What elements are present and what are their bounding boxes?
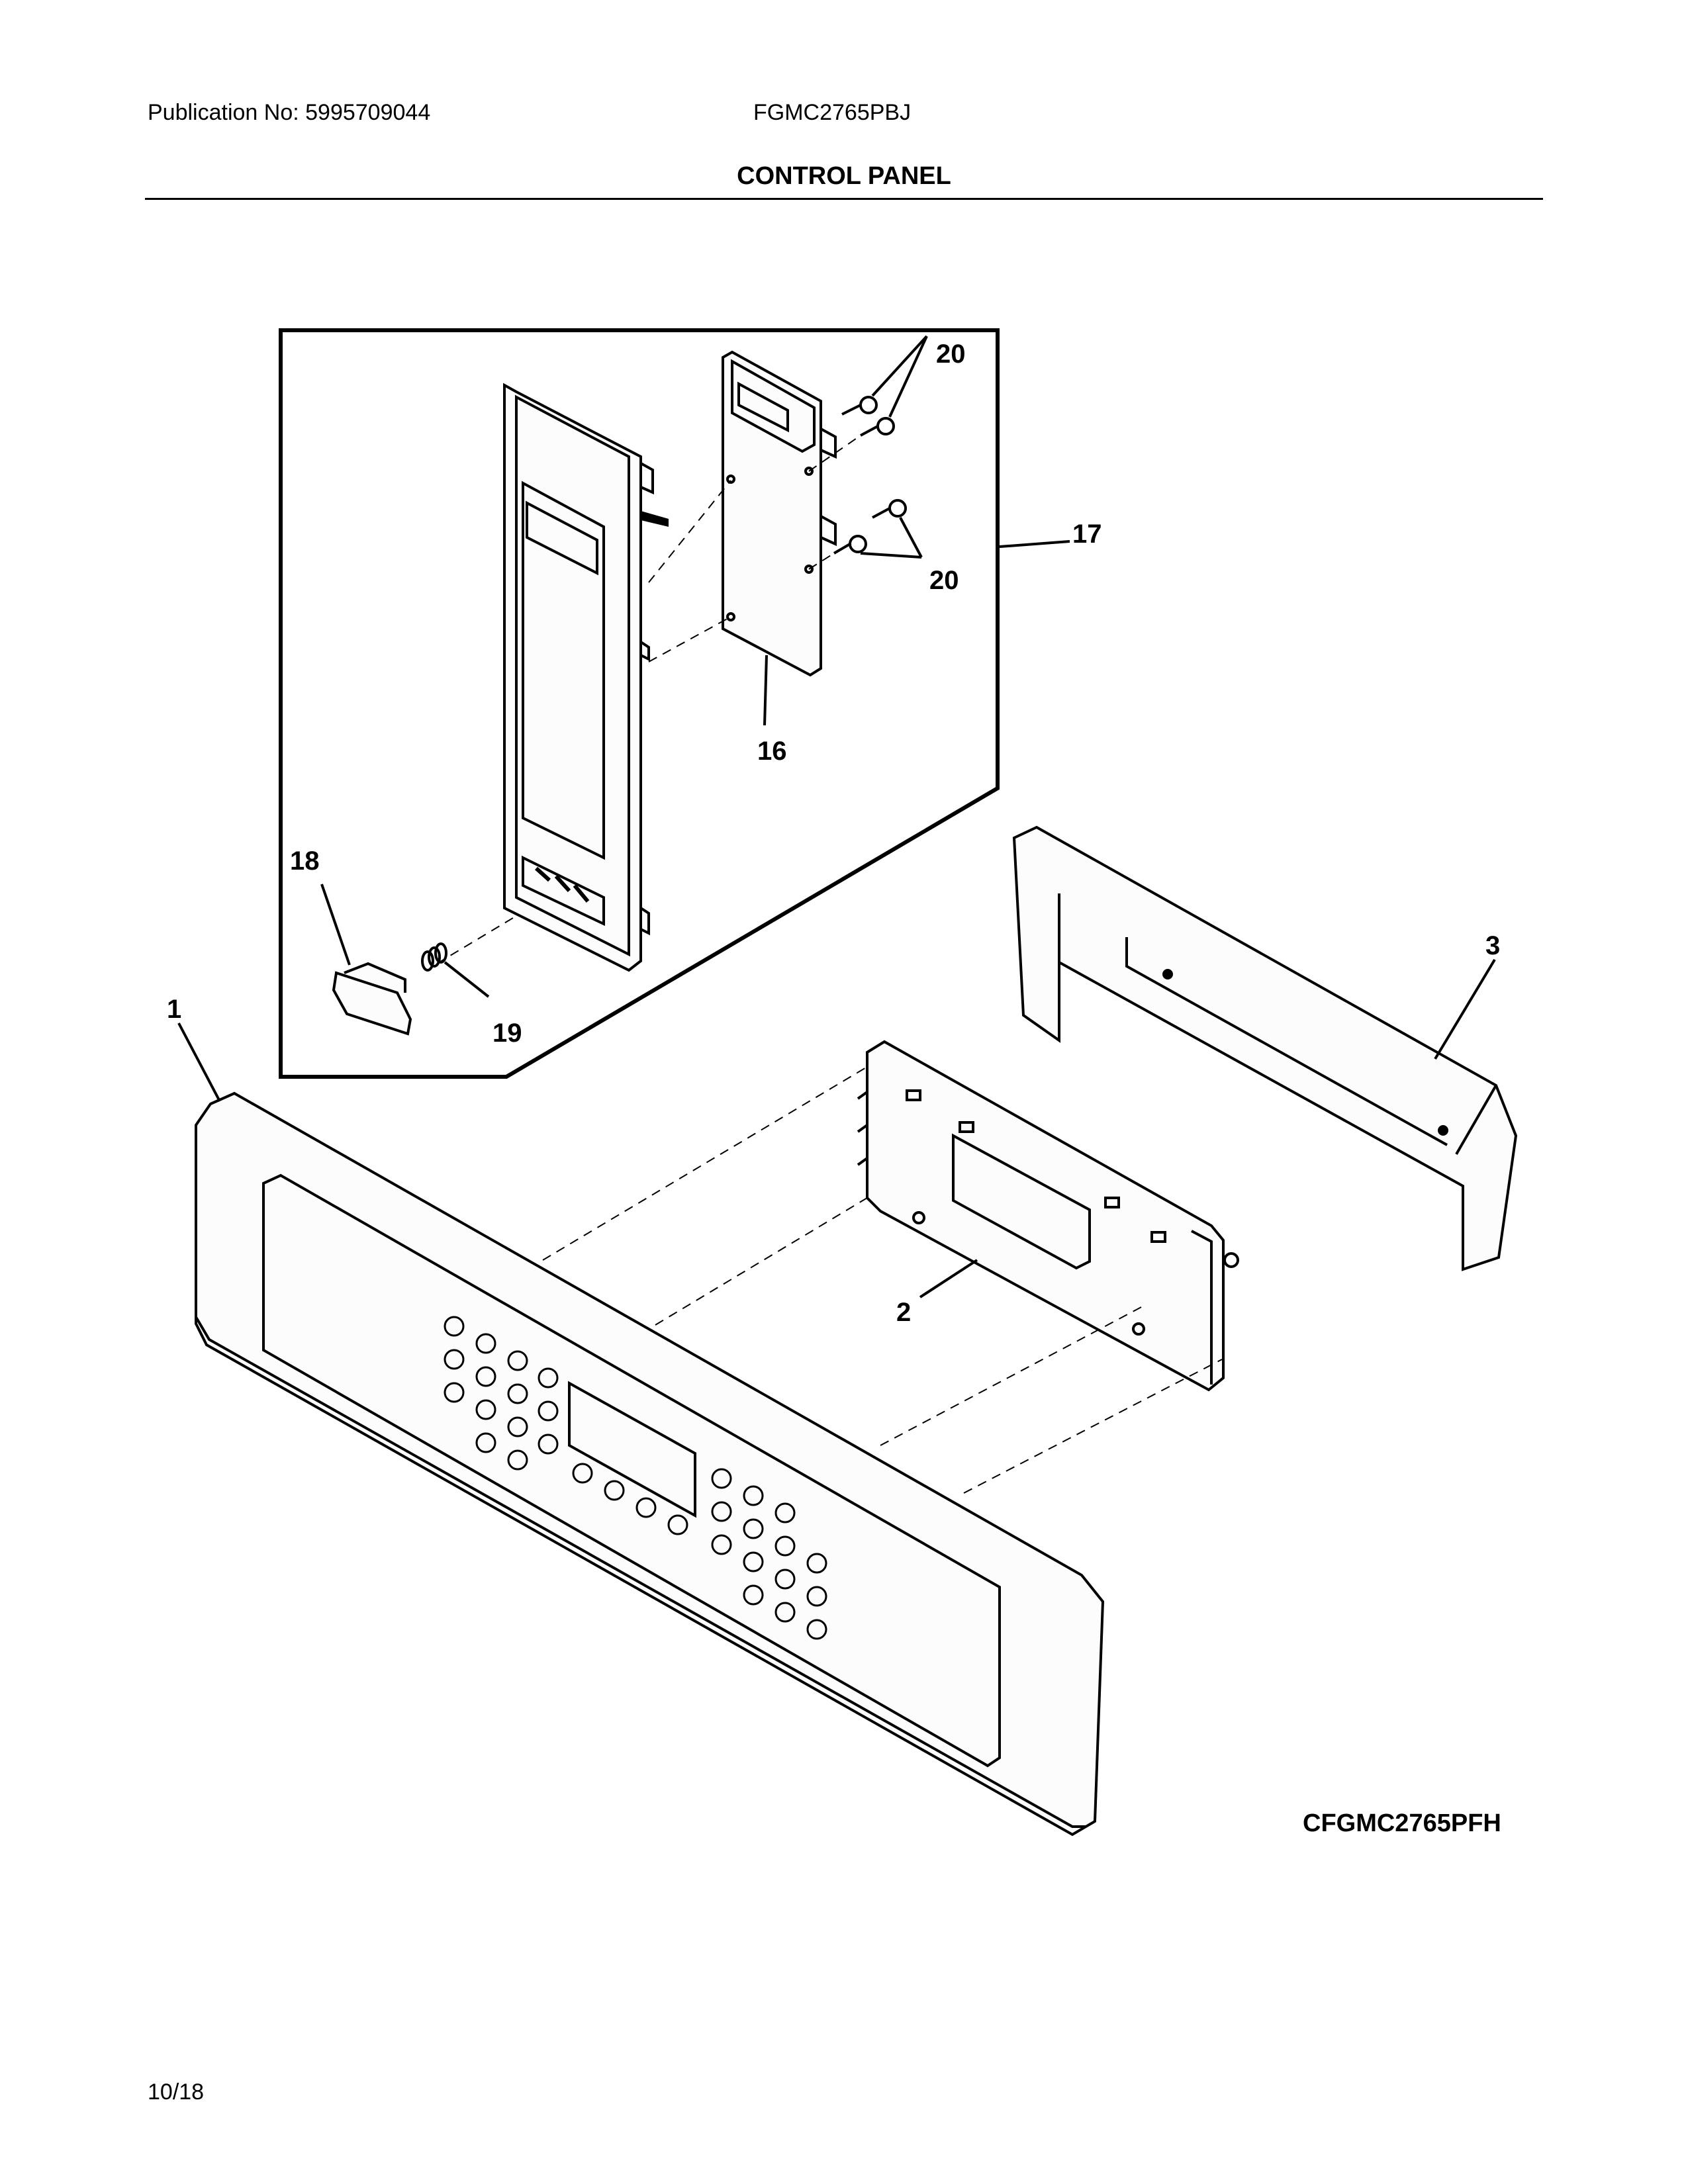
leader-lines	[177, 335, 1496, 1298]
figure-code: CFGMC2765PFH	[1303, 1809, 1501, 1837]
inset-alignment-lines	[436, 435, 861, 964]
touchpad-board-part	[722, 350, 837, 677]
callout-18: 18	[290, 846, 320, 876]
spring-part	[421, 942, 447, 972]
touchpad-frame-part	[503, 383, 654, 972]
main-alignment-lines	[542, 1066, 1223, 1494]
ribbon-cable	[641, 511, 669, 527]
panel-button-grid	[444, 1316, 827, 1640]
publication-number: Publication No: 5995709044	[148, 100, 431, 125]
screw-group-bottom	[833, 499, 907, 555]
end-trim-part	[1012, 825, 1518, 1271]
header-rule	[145, 198, 1543, 200]
screw-group-top	[841, 396, 895, 437]
control-panel-part	[195, 1091, 1105, 1837]
inset-frame	[279, 328, 1000, 1079]
footer-date: 10/18	[148, 2079, 205, 2105]
callout-20-top: 20	[936, 340, 966, 369]
end-cap-part	[332, 962, 412, 1036]
callout-16: 16	[757, 737, 787, 766]
page-title: CONTROL PANEL	[737, 162, 951, 190]
control-board-part	[857, 1040, 1239, 1392]
callout-2: 2	[896, 1298, 911, 1327]
callout-19: 19	[492, 1019, 522, 1048]
callout-20-bottom: 20	[929, 566, 959, 595]
model-number: FGMC2765PBJ	[753, 100, 912, 125]
callout-3: 3	[1485, 931, 1500, 960]
callout-1: 1	[167, 995, 181, 1024]
callout-17: 17	[1072, 520, 1102, 549]
